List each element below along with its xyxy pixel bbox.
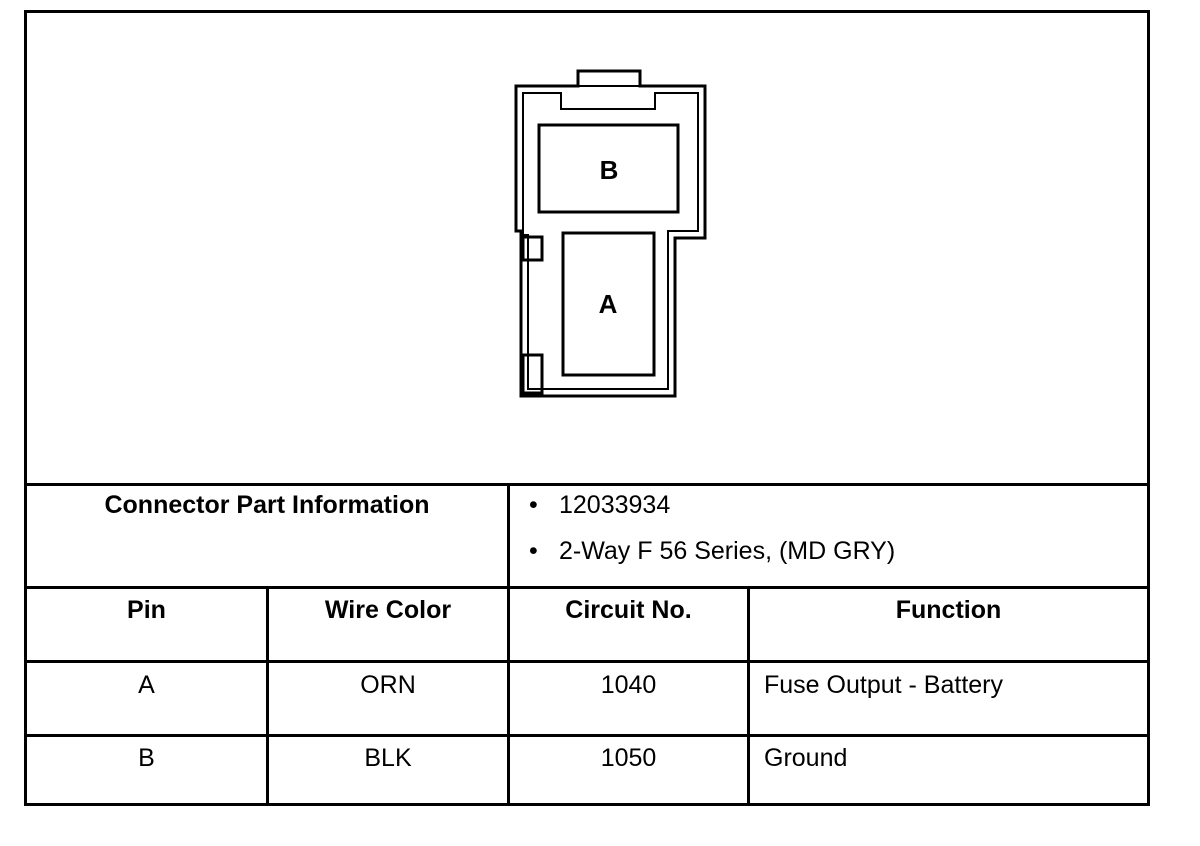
part-number: 12033934 [559,491,671,519]
row-b-wire-color: BLK [364,744,412,772]
part-info-heading: Connector Part Information [104,491,430,519]
rule-col-3 [747,586,750,803]
rule-header-bottom [27,660,1147,663]
header-circuit-no: Circuit No. [565,596,692,624]
row-a-function: Fuse Output - Battery [764,671,1003,699]
connector-face-drawing: B A [514,69,707,398]
cavity-b [537,123,680,214]
header-wire-color: Wire Color [324,596,452,624]
row-a-wire-color: ORN [360,671,416,699]
row-b-function: Ground [764,744,848,772]
cavity-a-label: A [599,289,618,319]
rule-row-a-bottom [27,734,1147,737]
rule-col-1 [266,586,269,803]
rule-col-2 [507,483,510,803]
row-b-pin: B [138,744,155,772]
connector-sheet: B A Connector Part Information •12033934… [24,10,1150,806]
rule-partinfo-bottom [27,586,1147,589]
cavity-b-label: B [600,155,619,185]
header-function: Function [895,596,1002,624]
key-lower [521,353,544,395]
part-info-list: •12033934 •2-Way F 56 Series, (MD GRY) [513,483,1147,585]
connector-body-inner [522,92,699,390]
key-upper [521,235,544,262]
row-a-circuit-no: 1040 [600,671,657,699]
row-b-circuit-no: 1050 [600,744,657,772]
connector-body-outline [514,69,707,398]
part-description: 2-Way F 56 Series, (MD GRY) [559,537,896,565]
connector-diagram: B A [27,13,1147,483]
part-info-item: •12033934 [529,491,671,519]
part-info-item: •2-Way F 56 Series, (MD GRY) [529,537,896,565]
header-pin: Pin [127,596,166,624]
cavity-a [561,231,656,377]
row-a-pin: A [138,671,155,699]
rule-diagram-bottom [27,483,1147,486]
